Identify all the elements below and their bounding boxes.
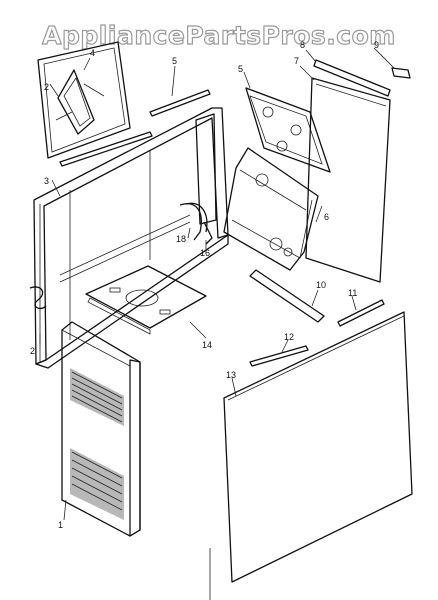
callout-16: 16: [200, 248, 210, 258]
callout-12: 12: [284, 332, 294, 342]
access-door-panel: [223, 147, 319, 271]
callout-2: 2: [44, 82, 49, 92]
leader-lines: [39, 47, 395, 600]
callout-1: 1: [58, 520, 63, 530]
callout-14: 14: [202, 340, 212, 350]
callout-13: 13: [226, 370, 236, 380]
callout-5: 5: [172, 56, 177, 66]
upper-louver: [70, 368, 124, 426]
callout-9: 9: [374, 40, 379, 50]
front-lower-panel: [61, 321, 141, 537]
lower-louver: [70, 448, 124, 520]
callout-8: 8: [300, 40, 305, 50]
side-strip: [59, 131, 153, 167]
top-rail: [313, 59, 411, 97]
rear-frame: [33, 107, 229, 369]
inset-detail: [37, 41, 131, 159]
side-rail: [337, 299, 385, 327]
base-plate: [85, 265, 207, 335]
callout-6: 6: [324, 212, 329, 222]
watermark-text: AppliancePartsPros.com: [42, 21, 396, 50]
callout-11: 11: [348, 288, 357, 298]
front-rail: [249, 345, 309, 367]
callout-2: 2: [30, 346, 35, 356]
rear-right-panel: [305, 77, 391, 283]
wire-assembly: [29, 202, 213, 310]
callout-7: 7: [294, 56, 299, 66]
front-right-panel: [223, 311, 413, 583]
callout-10: 10: [316, 280, 326, 290]
base-strip: [249, 269, 325, 323]
callout-5: 5: [238, 64, 243, 74]
upper-door-panel: [245, 87, 331, 173]
callout-4: 4: [90, 48, 95, 58]
callout-labels: 4 2 5 3 5 7 8 9 6 18 16 2 14 10 11 12 13…: [30, 40, 379, 530]
callout-18: 18: [176, 234, 186, 244]
callout-3: 3: [44, 176, 49, 186]
top-strip: [149, 89, 211, 117]
